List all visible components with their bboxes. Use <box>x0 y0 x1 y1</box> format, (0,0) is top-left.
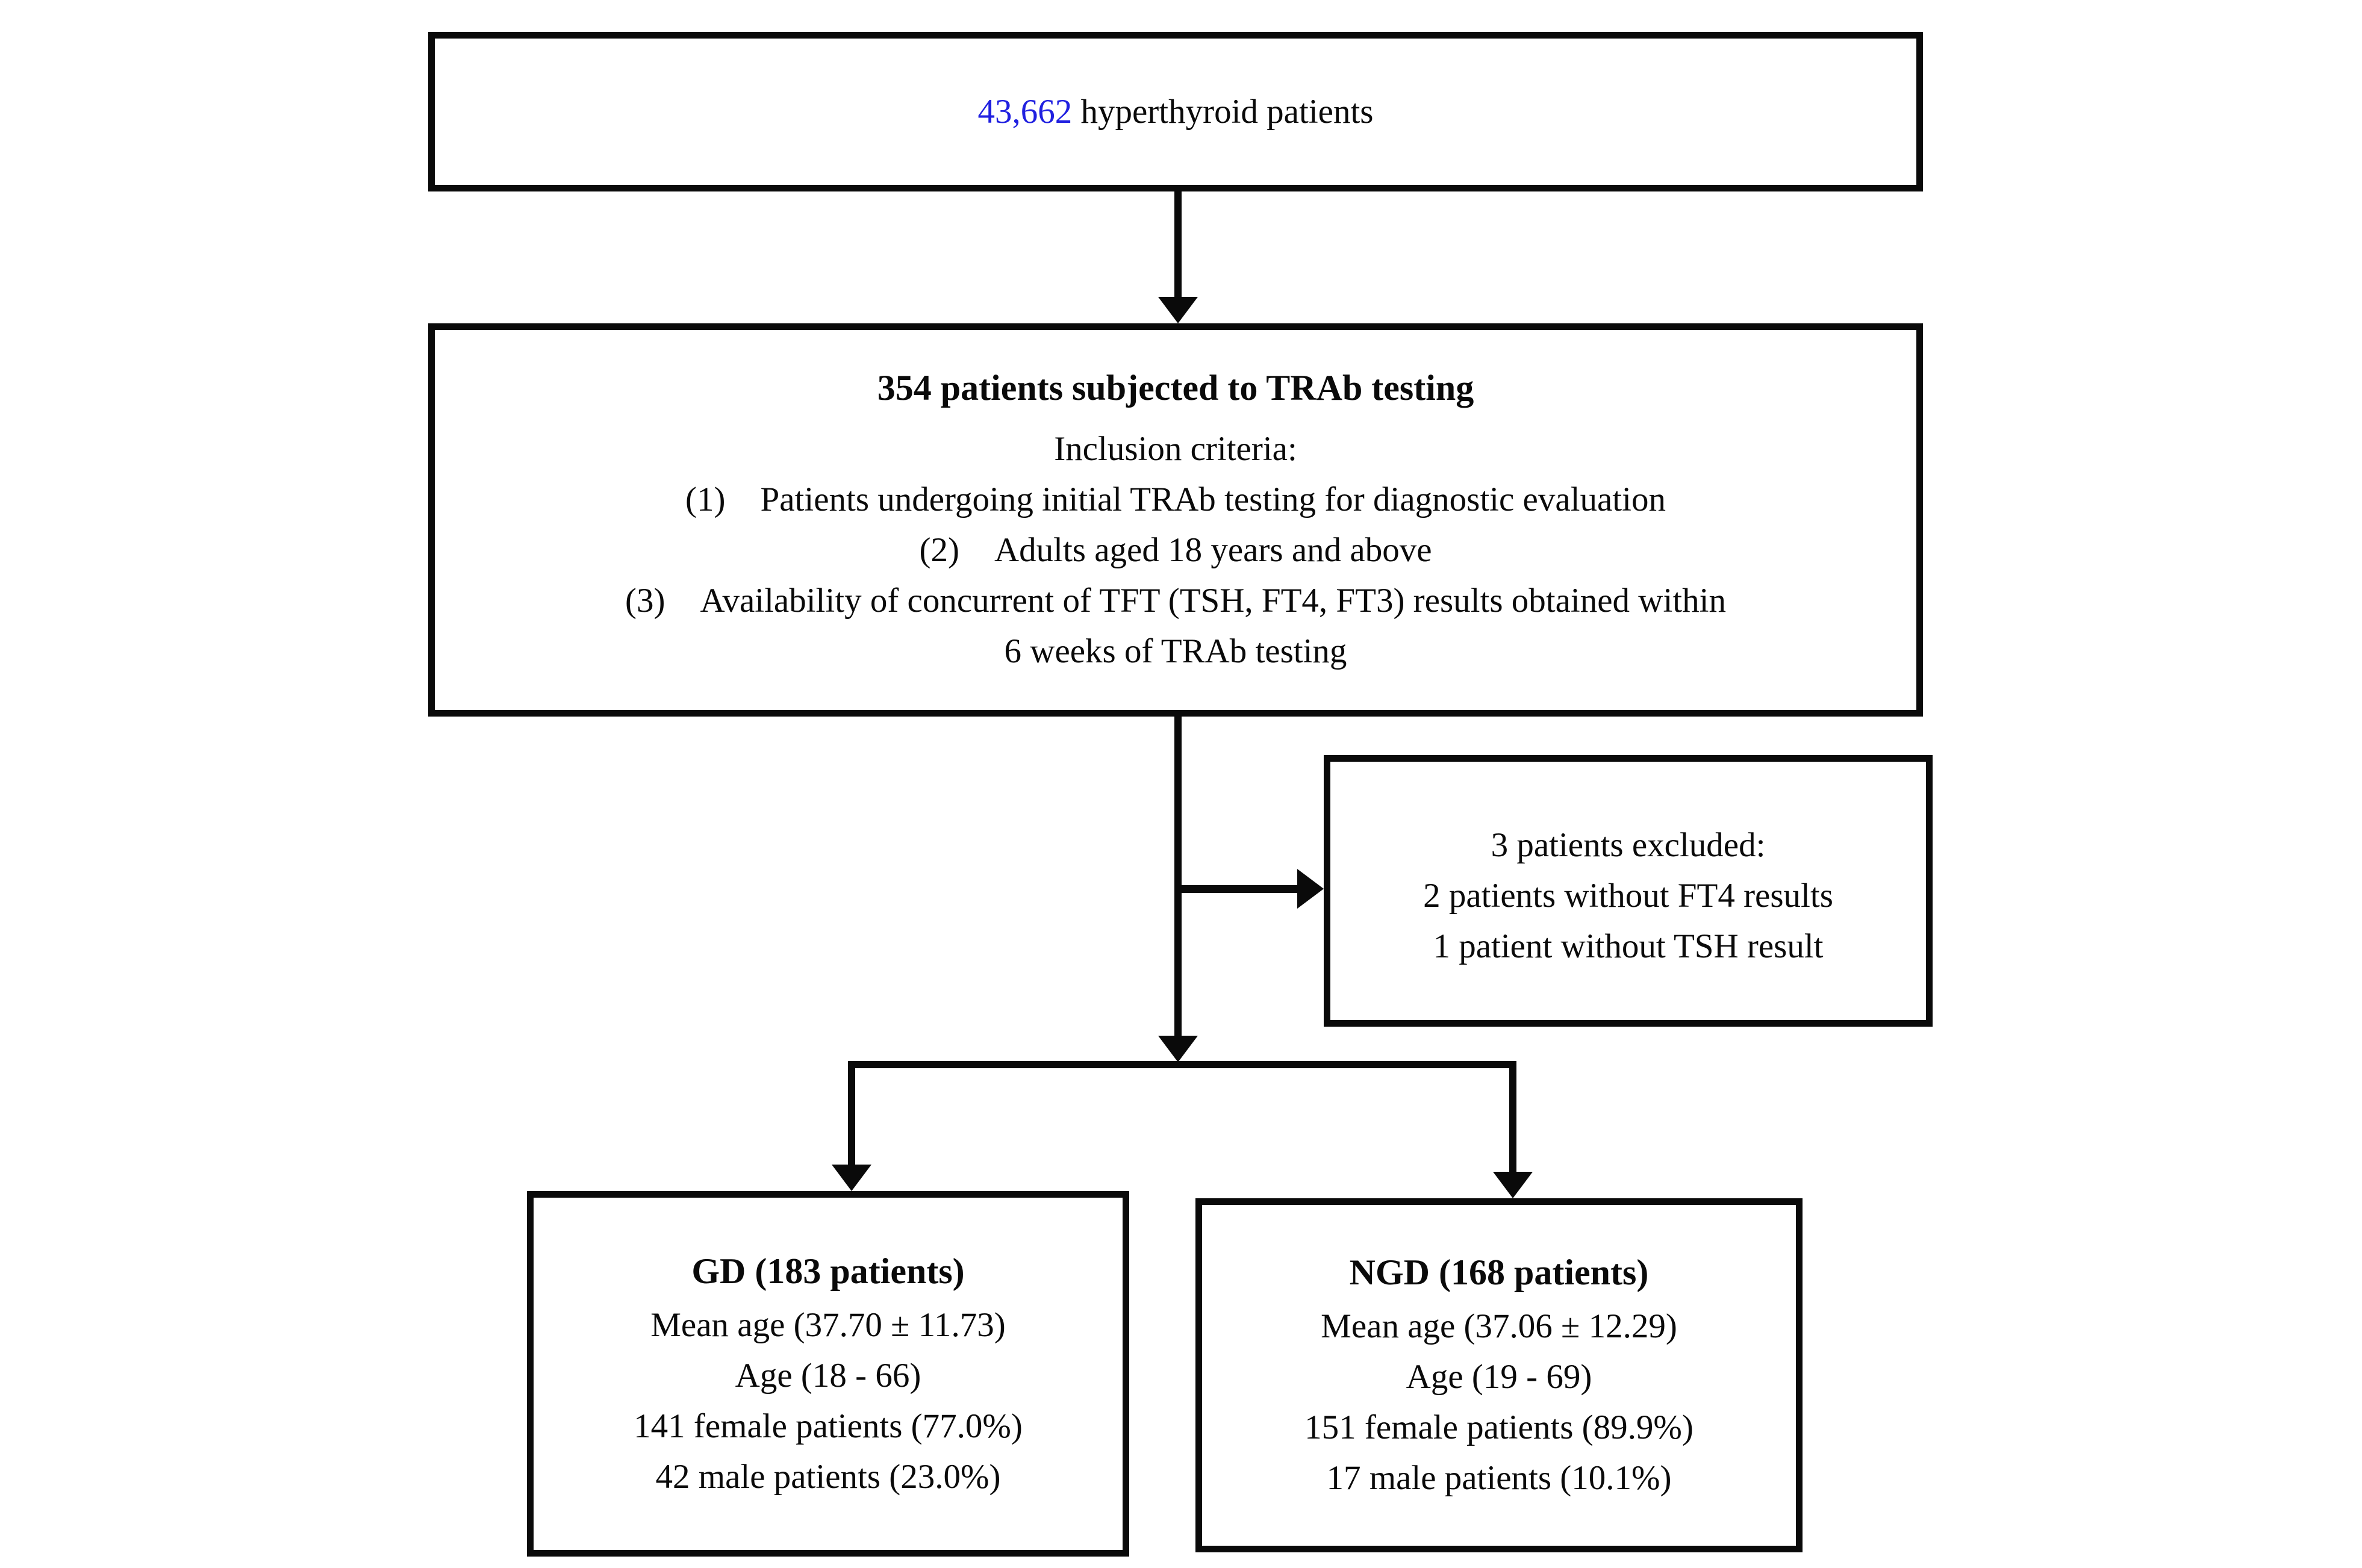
gd-age-range: Age (18 - 66) <box>735 1356 921 1395</box>
box-ngd-group: NGD (168 patients) Mean age (37.06 ± 12.… <box>1195 1198 1803 1552</box>
connector-criteria-to-split <box>1174 717 1182 1038</box>
excluded-line-3: 1 patient without TSH result <box>1433 927 1824 965</box>
ngd-female-count: 151 female patients (89.9%) <box>1304 1408 1694 1446</box>
criteria-item-1: (1) Patients undergoing initial TRAb test… <box>435 474 1916 525</box>
criteria-item-4-text: 6 weeks of TRAb testing <box>1004 632 1347 670</box>
connector-total-to-criteria <box>1174 191 1182 301</box>
criteria-item-2-number: (2) <box>919 531 959 569</box>
gd-male-count: 42 male patients (23.0%) <box>655 1457 1001 1496</box>
box-excluded-patients: 3 patients excluded: 2 patients without … <box>1324 755 1933 1027</box>
total-patients-label: hyperthyroid patients <box>1080 92 1374 131</box>
criteria-item-3-number: (3) <box>625 582 665 620</box>
connector-to-excluded <box>1174 885 1300 893</box>
criteria-item-3-text: Availability of concurrent of TFT (TSH, … <box>700 582 1726 620</box>
box-gd-group: GD (183 patients) Mean age (37.70 ± 11.7… <box>527 1191 1129 1557</box>
criteria-item-3-continued: 6 weeks of TRAb testing <box>435 626 1916 677</box>
ngd-age-range: Age (19 - 69) <box>1406 1358 1592 1396</box>
criteria-item-3: (3) Availability of concurrent of TFT (TS… <box>435 576 1916 626</box>
connector-split-to-ngd <box>1509 1061 1516 1174</box>
total-patients-count: 43,662 <box>977 92 1073 131</box>
criteria-item-1-text: Patients undergoing initial TRAb testing… <box>760 481 1666 518</box>
arrow-right-icon <box>1297 869 1324 909</box>
excluded-line-1: 3 patients excluded: <box>1491 826 1766 864</box>
gd-female-count: 141 female patients (77.0%) <box>634 1407 1023 1445</box>
gd-title: GD (183 patients) <box>691 1251 965 1291</box>
gd-mean-age: Mean age (37.70 ± 11.73) <box>650 1305 1006 1344</box>
criteria-subtitle: Inclusion criteria: <box>1054 430 1297 468</box>
connector-split-bar <box>848 1061 1516 1068</box>
criteria-title: 354 patients subjected to TRAb testing <box>877 368 1474 408</box>
ngd-male-count: 17 male patients (10.1%) <box>1326 1459 1672 1497</box>
arrow-down-icon <box>1158 1036 1198 1062</box>
ngd-title: NGD (168 patients) <box>1349 1252 1649 1292</box>
excluded-line-2: 2 patients without FT4 results <box>1423 876 1833 915</box>
arrow-down-icon <box>1158 297 1198 323</box>
criteria-item-2: (2) Adults aged 18 years and above <box>435 525 1916 576</box>
connector-split-to-gd <box>848 1061 855 1167</box>
criteria-item-1-number: (1) <box>685 481 726 518</box>
criteria-item-2-text: Adults aged 18 years and above <box>994 531 1432 569</box>
box-trab-criteria: 354 patients subjected to TRAb testing I… <box>428 323 1923 717</box>
arrow-down-icon <box>1493 1172 1533 1198</box>
ngd-mean-age: Mean age (37.06 ± 12.29) <box>1321 1307 1677 1345</box>
arrow-down-icon <box>832 1165 871 1191</box>
